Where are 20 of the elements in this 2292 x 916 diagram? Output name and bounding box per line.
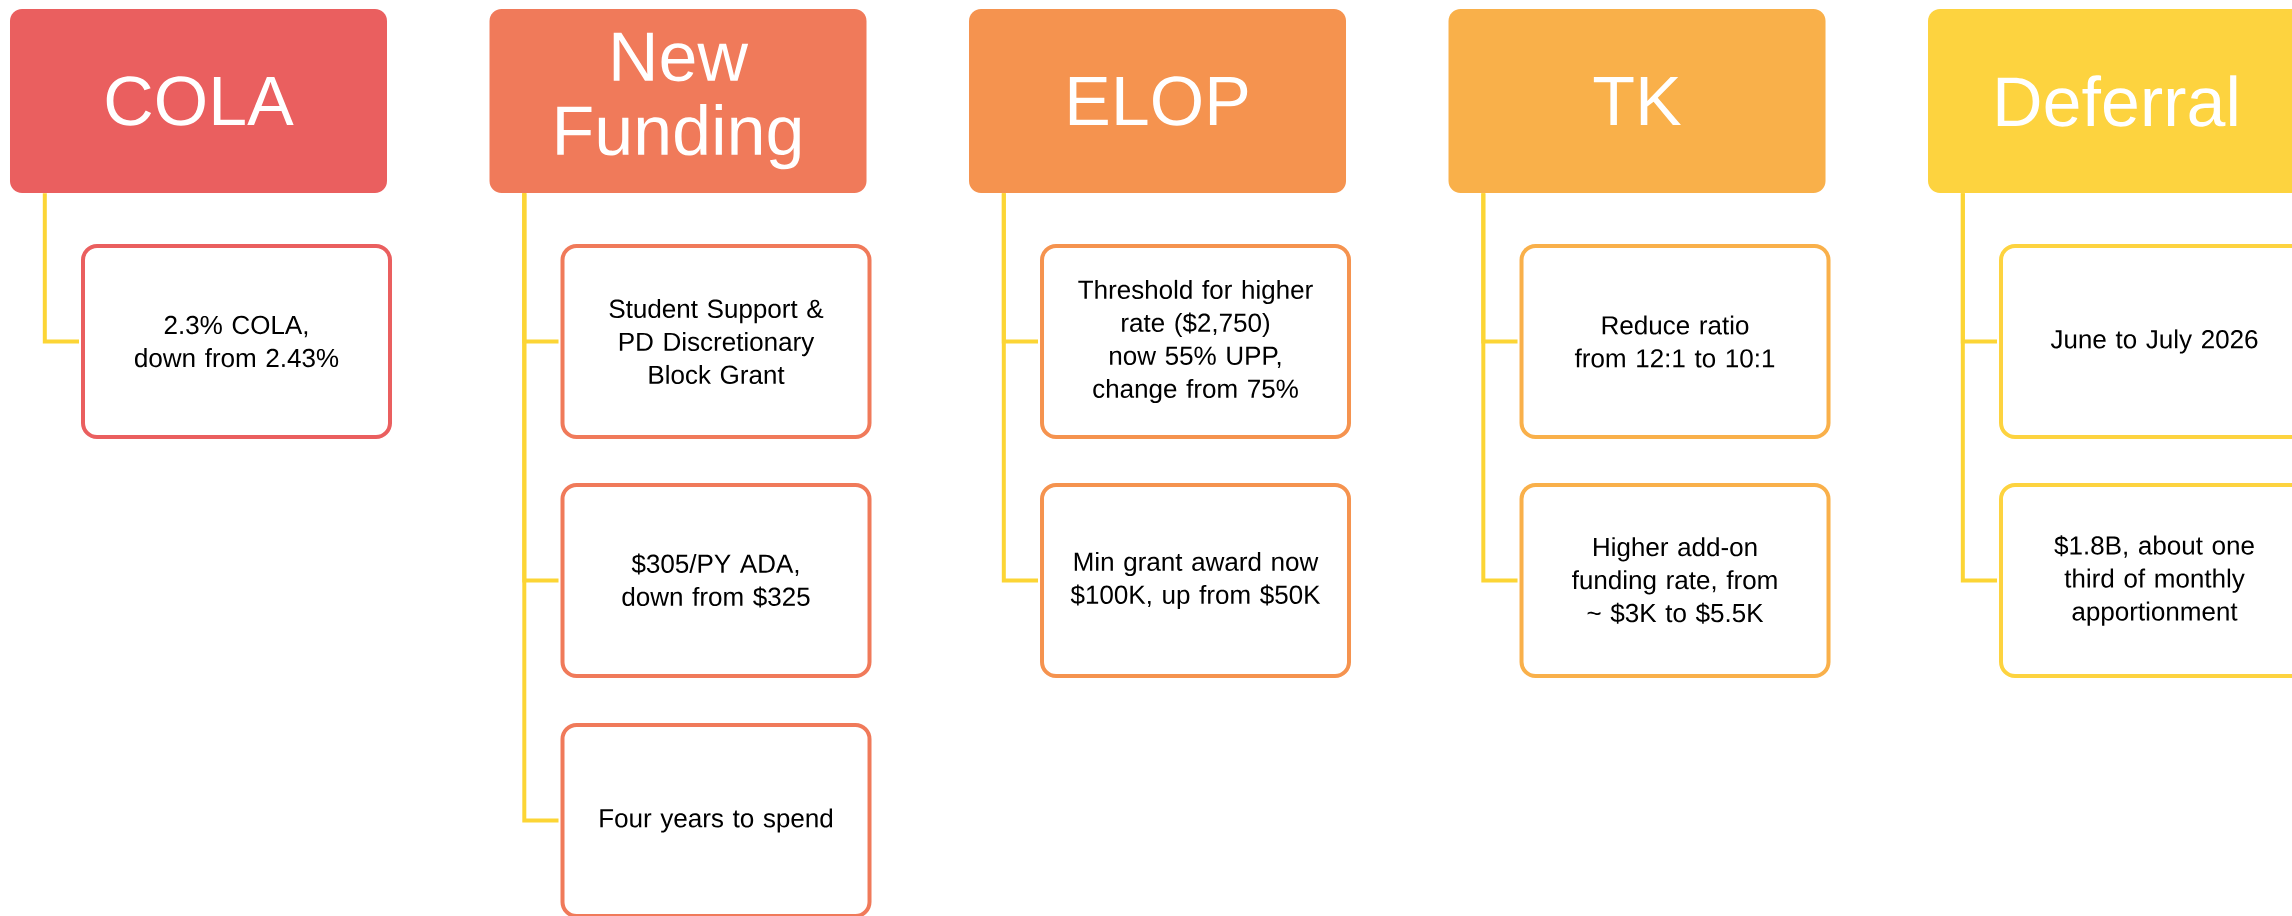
detail-box: Min grant award now $100K, up from $50K [1040,483,1351,678]
header-box: TK [1448,9,1826,193]
header-box: Deferral [1928,9,2292,193]
detail-box: $1.8B, about one third of monthly apportionment [1999,483,2292,678]
header-box: COLA [10,9,387,193]
connector-line [1960,193,1997,583]
detail-box: Threshold for higher rate ($2,750) now 55% UPP, change from 75% [1040,244,1351,439]
connector-line [1481,193,1518,583]
connector-line [522,193,559,823]
detail-box: 2.3% COLA, down from 2.43% [81,244,392,439]
detail-box: $305/PY ADA, down from $325 [560,483,872,678]
detail-box: June to July 2026 [1999,244,2292,439]
detail-box: Higher add-on funding rate, from ~ $3K to $5.5K [1519,483,1831,678]
connector-line [1001,193,1038,583]
header-box: ELOP [969,9,1346,193]
detail-box: Student Support & PD Discretionary Block Grant [560,244,872,439]
connector-line [42,193,79,344]
detail-box: Reduce ratio from 12:1 to 10:1 [1519,244,1831,439]
header-box: New Funding [489,9,867,193]
detail-box: Four years to spend [560,723,872,916]
